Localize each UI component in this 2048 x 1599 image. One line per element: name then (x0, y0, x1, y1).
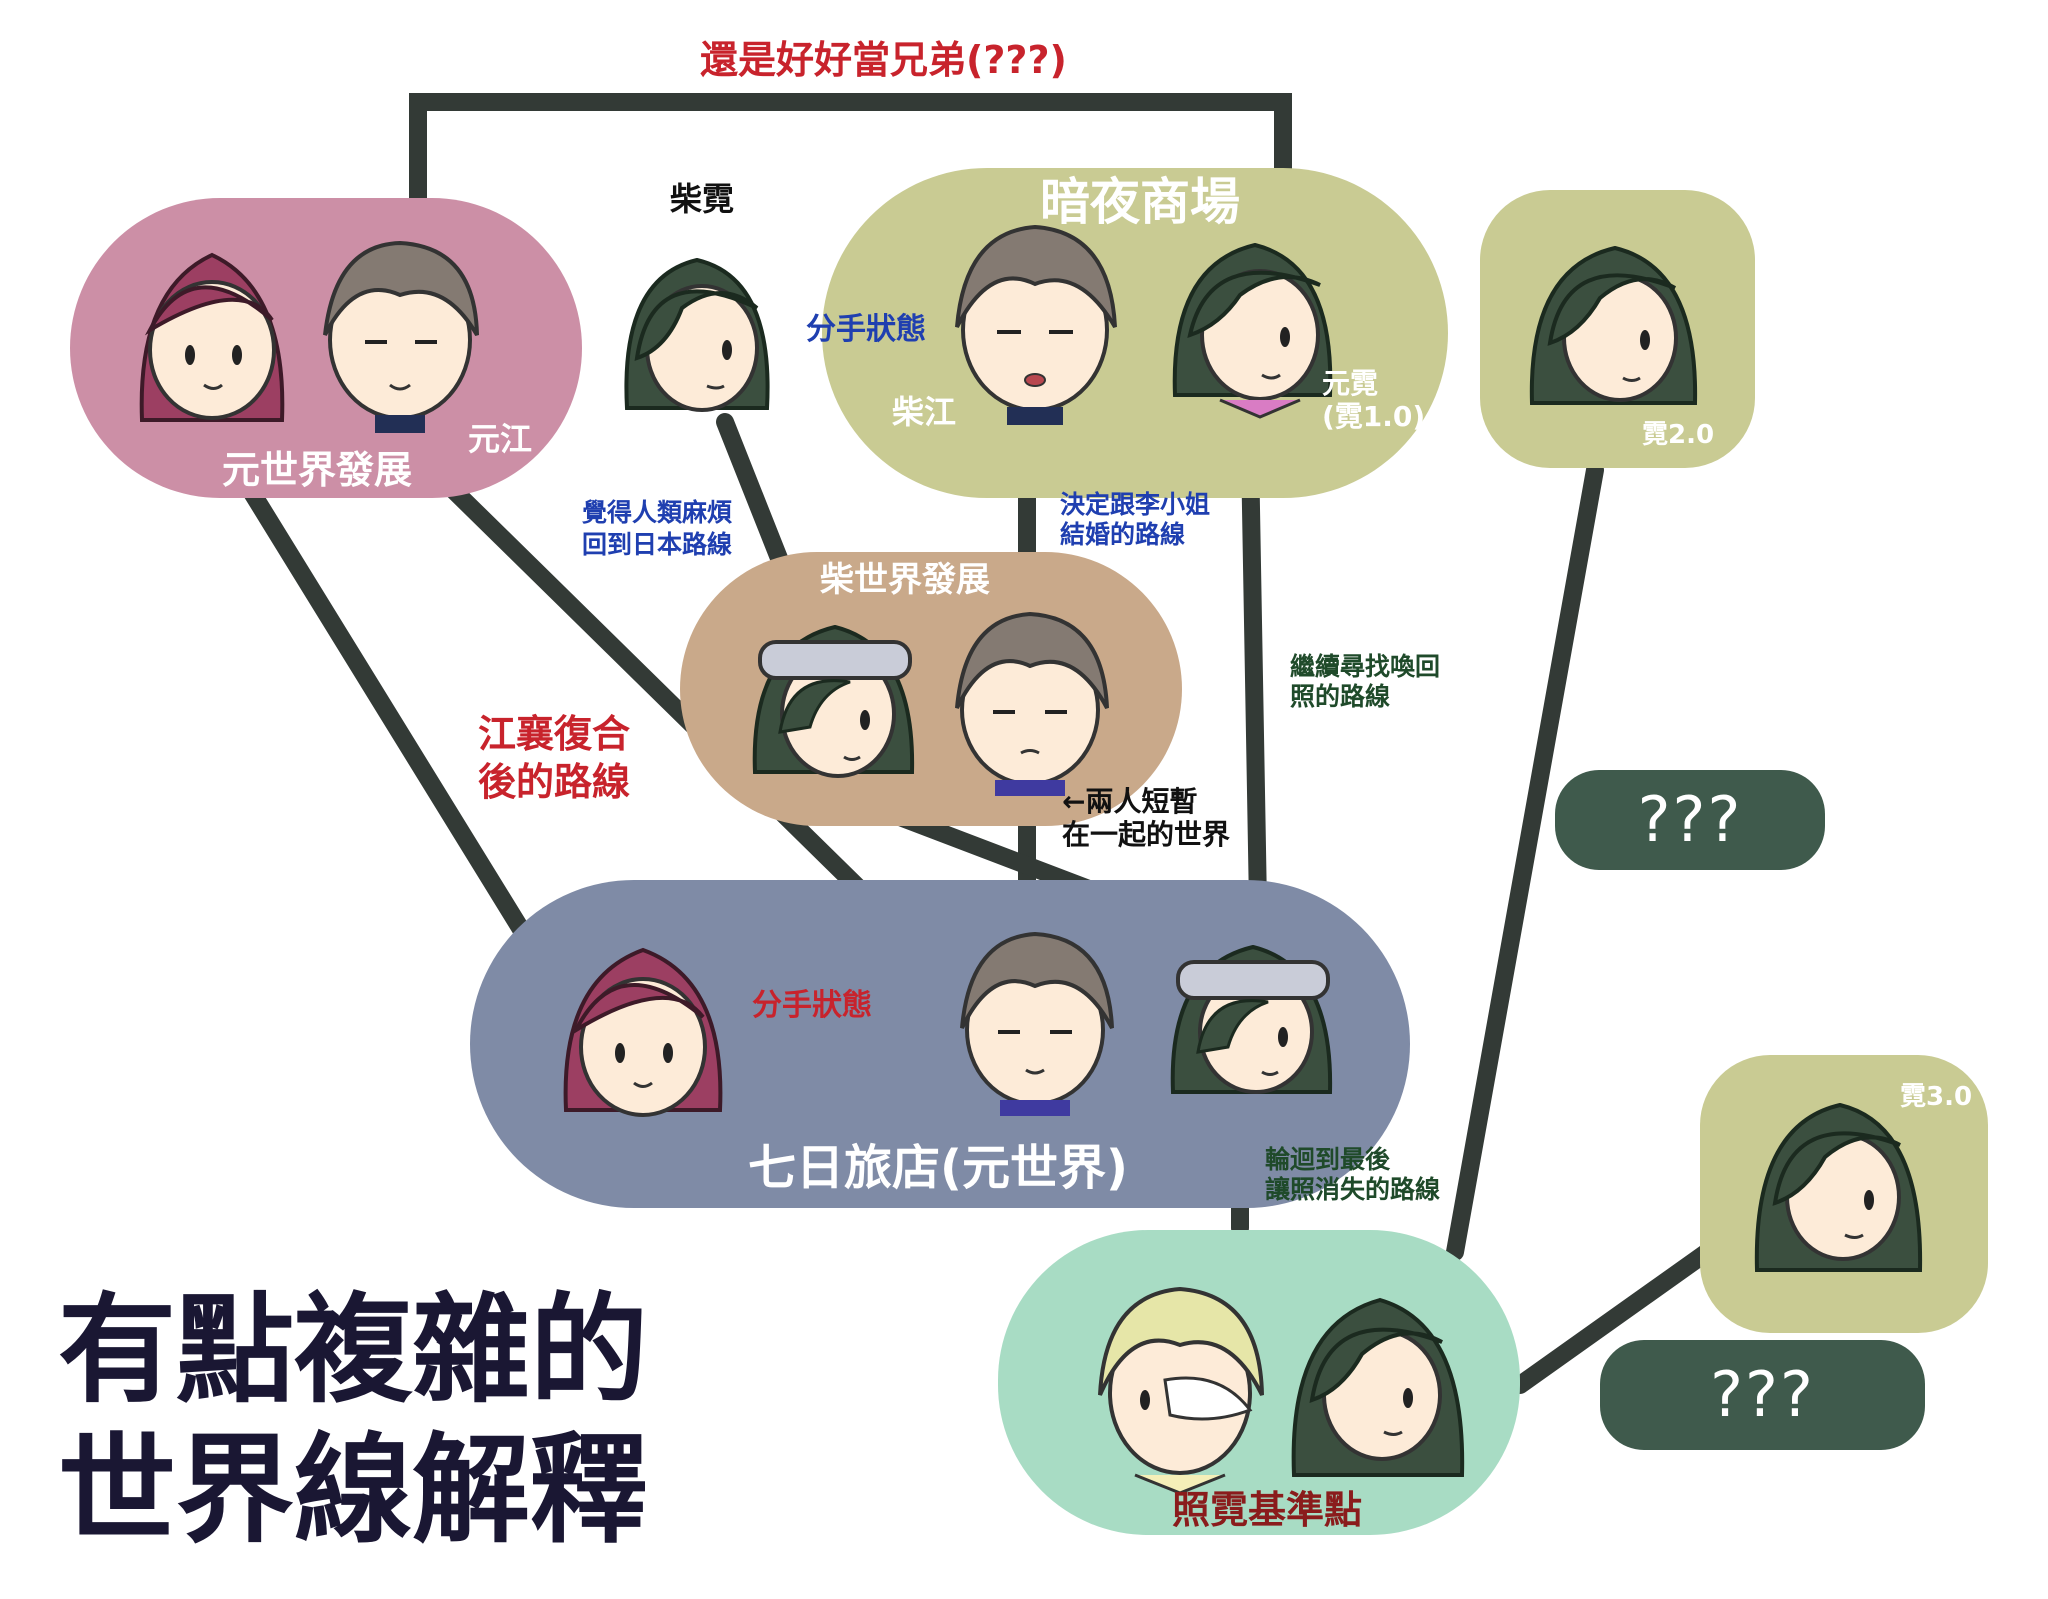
label-human-trouble-1: 覺得人類麻煩 (582, 498, 733, 527)
group-label-dark-night-market: 暗夜商場 (1040, 173, 1240, 231)
page-title-line-2: 世界線解釋 (58, 1421, 649, 1559)
name-yuan-ni: 元霓 (1322, 367, 1379, 400)
label-reincarnation-1: 輪迴到最後 (1265, 1145, 1391, 1174)
hotel-ni-face (1170, 944, 1333, 1094)
unknown-box-lower: ??? (1600, 1340, 1925, 1450)
page-title-line-1: 有點複雜的 (58, 1281, 649, 1419)
base-ni-face (1291, 1297, 1465, 1477)
yuan-ni-face (1172, 242, 1333, 419)
line-base-to-ni3 (1511, 1241, 1719, 1394)
label-marry-li-2: 結婚的路線 (1060, 520, 1186, 549)
name-ni3: 霓3.0 (1900, 1082, 1973, 1112)
ni2-face (1529, 245, 1698, 405)
chai-jiang-face (955, 224, 1117, 425)
label-marry-li-1: 決定跟李小姐 (1060, 490, 1211, 519)
zhao-face (1098, 1286, 1264, 1495)
group-label-chai-world: 柴世界發展 (820, 560, 990, 600)
label-brothers: 還是好好當兄弟(???) (700, 38, 1067, 82)
unknown-box-upper: ??? (1555, 770, 1825, 870)
name-ni2: 霓2.0 (1642, 420, 1715, 450)
label-short-time-2: 在一起的世界 (1062, 818, 1231, 851)
chai-world-jiang-face (955, 611, 1109, 796)
label-search-zhao-1: 繼續尋找喚回 (1290, 652, 1441, 681)
label-short-time-1: ←兩人短暫 (1062, 785, 1198, 818)
brother-line (409, 93, 1292, 214)
group-label-yuan-world: 元世界發展 (222, 448, 413, 492)
group-label-seven-day-hotel: 七日旅店(元世界) (748, 1140, 1128, 1196)
yuan-xiang-face (139, 252, 285, 422)
yuan-jiang-face (323, 240, 479, 433)
line-yuan-ni-to-hotel (1241, 443, 1267, 914)
label-human-trouble-2: 回到日本路線 (582, 530, 733, 559)
name-chai-jiang: 柴江 (892, 393, 957, 431)
ni3-face (1754, 1102, 1923, 1272)
group-dark-night-market (822, 168, 1448, 498)
name-yuan-jiang: 元江 (468, 420, 533, 458)
hotel-jiang-face (960, 931, 1114, 1116)
chai-world-ni-face (752, 624, 915, 778)
name-yuan-ni-version: (霓1.0) (1322, 400, 1426, 433)
label-breakup-dark-market: 分手狀態 (806, 312, 926, 347)
name-chai-ni: 柴霓 (670, 180, 735, 218)
label-reincarnation-2: 讓照消失的路線 (1265, 1175, 1441, 1204)
label-breakup-hotel: 分手狀態 (752, 988, 872, 1023)
hotel-xiang-face (563, 947, 723, 1117)
label-reunion-1: 江襄復合 (478, 712, 631, 756)
chai-ni-face (624, 257, 770, 412)
label-search-zhao-2: 照的路線 (1290, 682, 1391, 711)
group-label-base-point: 照霓基準點 (1172, 1488, 1363, 1532)
label-reunion-2: 後的路線 (478, 760, 631, 804)
line-yuan-world-to-hotel-left (229, 461, 544, 961)
line-ni2-to-base (1446, 461, 1604, 1261)
